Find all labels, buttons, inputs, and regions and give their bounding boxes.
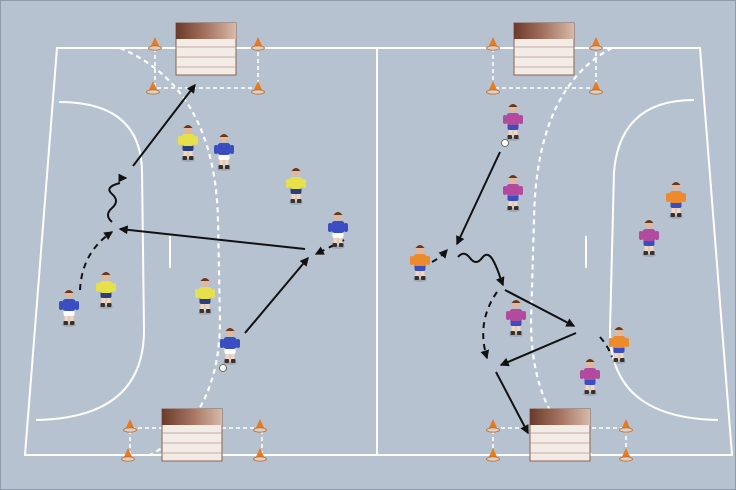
mini-goal-icon [529, 408, 591, 462]
dribble-line [457, 252, 502, 281]
pass-arrow [499, 332, 577, 367]
ball-icon [219, 364, 227, 372]
shot-arrow [132, 83, 196, 167]
mini-goal-icon [161, 408, 223, 462]
run-arrow [599, 336, 613, 358]
mini-goal-icon [513, 22, 575, 76]
pass-arrow [118, 225, 306, 250]
right-players [410, 103, 686, 396]
left-drill-arrows [79, 83, 345, 334]
pass-arrow [456, 151, 501, 246]
dribble-arrow-head [495, 276, 505, 287]
mini-goal-icon [175, 22, 237, 76]
right-drill-arrows [431, 151, 613, 435]
run-arrow [480, 291, 498, 360]
dribble-line [107, 182, 121, 223]
run-arrow [431, 248, 448, 263]
pass-arrow [504, 289, 576, 327]
left-players [59, 124, 348, 372]
ball-icon [501, 139, 509, 147]
shot-arrow [495, 371, 529, 435]
run-arrow [79, 231, 114, 291]
pass-arrow [244, 256, 309, 334]
